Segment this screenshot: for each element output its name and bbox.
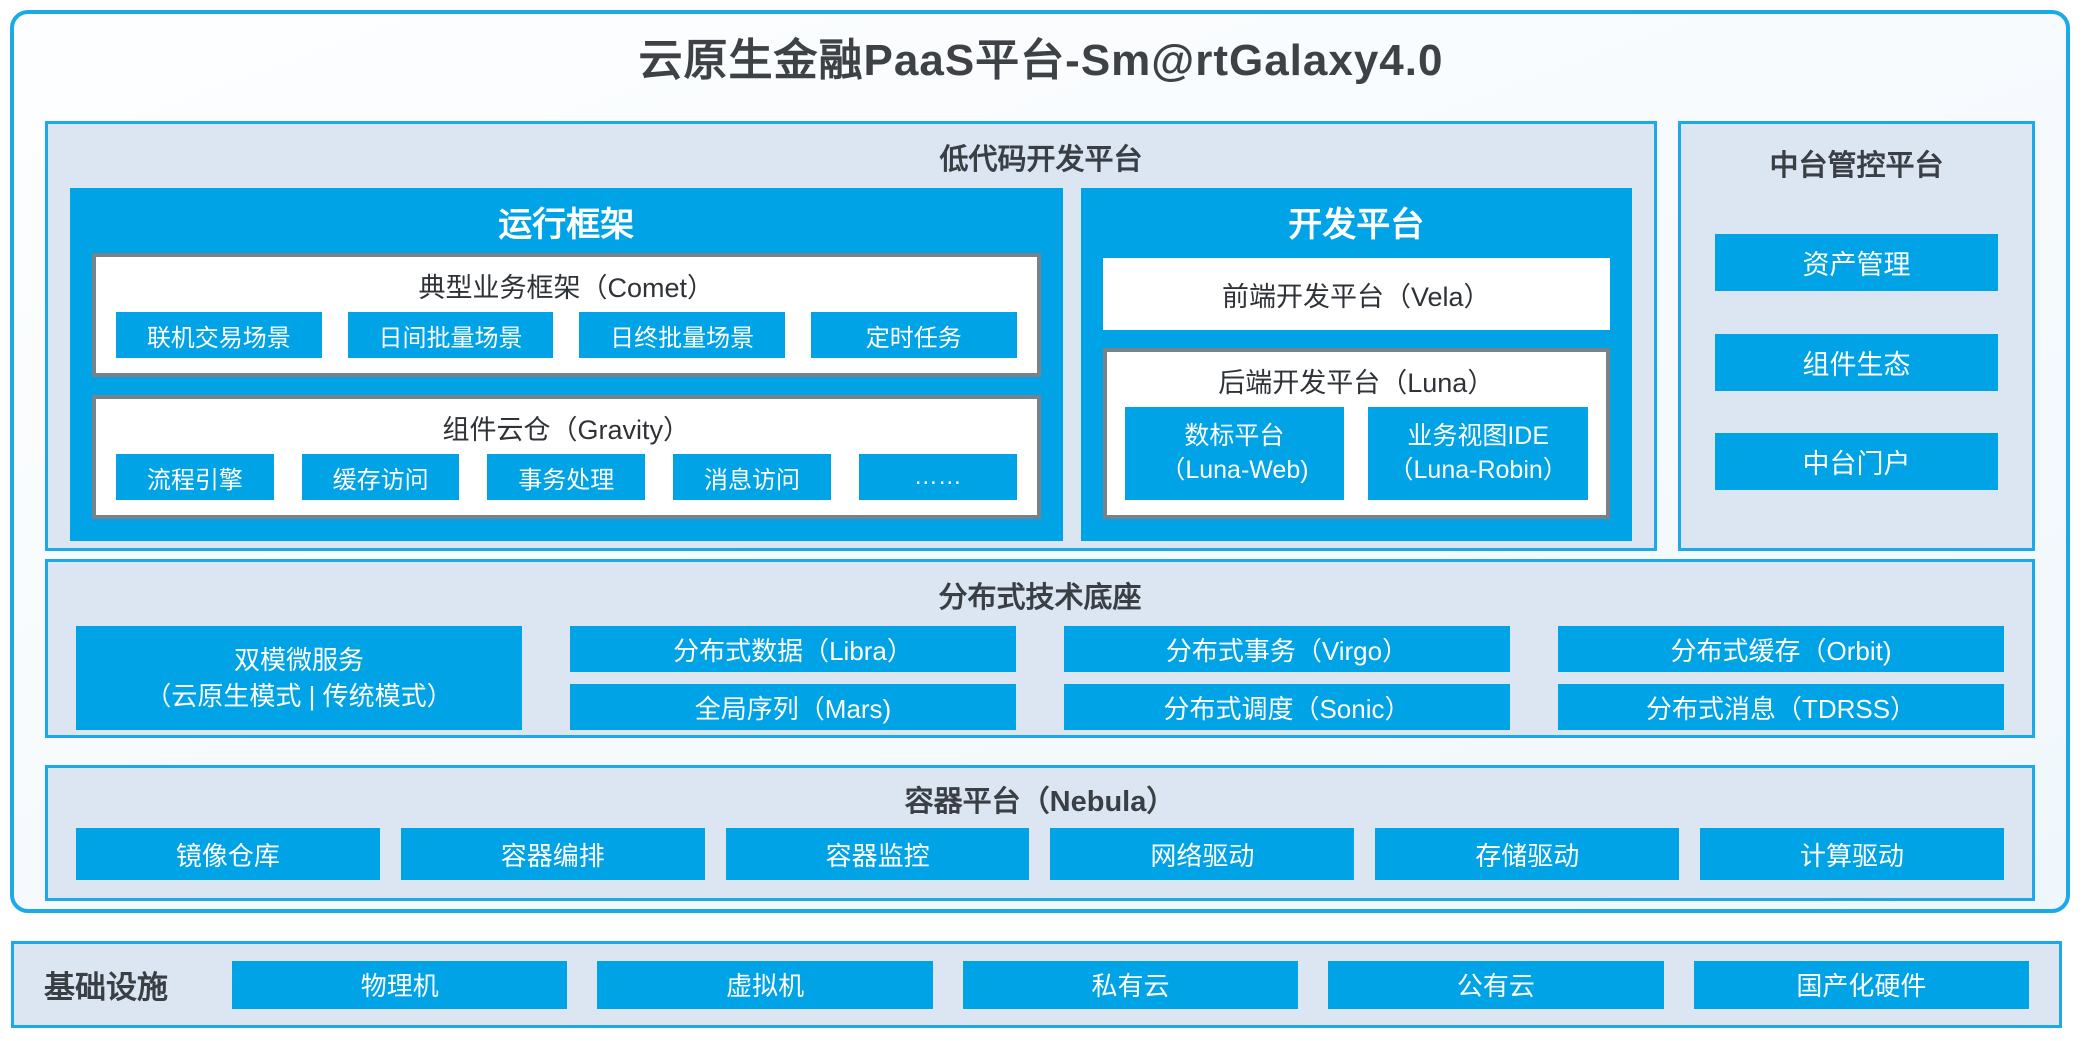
midplatform-block: 组件生态	[1715, 333, 1998, 391]
midplatform-items: 资产管理 组件生态 中台门户	[1681, 192, 2032, 548]
infrastructure-block: 公有云	[1328, 960, 1664, 1009]
comet-title: 典型业务框架（Comet）	[418, 273, 715, 303]
infrastructure-block: 虚拟机	[597, 960, 933, 1009]
scenario-block: 定时任务	[810, 312, 1017, 358]
dual-mode-line2: （云原生模式 | 传统模式）	[145, 681, 453, 711]
container-platform-panel: 容器平台（Nebula） 镜像仓库 容器编排 容器监控 网络驱动 存储驱动 计算…	[45, 765, 2035, 901]
distributed-base-panel: 分布式技术底座 双模微服务 （云原生模式 | 传统模式） 分布式数据（Libra…	[45, 559, 2035, 738]
midplatform-block: 资产管理	[1715, 234, 1998, 292]
runtime-framework-panel: 运行框架 典型业务框架（Comet） 联机交易场景 日间批量场景 日终批量场景 …	[70, 188, 1063, 541]
luna-items: 数标平台 （Luna-Web) 业务视图IDE （Luna-Robin）	[1107, 407, 1606, 515]
luna-box: 后端开发平台（Luna） 数标平台 （Luna-Web) 业务视图IDE （Lu…	[1102, 348, 1610, 519]
container-block: 镜像仓库	[76, 828, 380, 880]
infrastructure-block: 物理机	[232, 960, 568, 1009]
luna-web-block: 数标平台 （Luna-Web)	[1124, 407, 1345, 500]
gravity-items: 流程引擎 缓存访问 事务处理 消息访问 ……	[96, 454, 1037, 515]
infrastructure-block: 私有云	[962, 960, 1299, 1009]
comet-items: 联机交易场景 日间批量场景 日终批量场景 定时任务	[96, 312, 1037, 373]
dev-platform-title: 开发平台	[1288, 206, 1425, 244]
dev-platform-panel: 开发平台 前端开发平台（Vela） 后端开发平台（Luna） 数标平台 （Lun…	[1080, 188, 1632, 541]
distributed-block: 分布式缓存（Orbit)	[1558, 626, 2004, 672]
scenario-block: 日间批量场景	[347, 312, 554, 358]
container-block: 计算驱动	[1700, 828, 2004, 880]
luna-web-code: （Luna-Web)	[1160, 455, 1309, 484]
comet-box: 典型业务框架（Comet） 联机交易场景 日间批量场景 日终批量场景 定时任务	[92, 253, 1041, 377]
midplatform-title: 中台管控平台	[1769, 150, 1944, 182]
component-block: 消息访问	[673, 454, 831, 500]
container-block: 网络驱动	[1050, 828, 1355, 880]
distributed-block: 分布式消息（TDRSS）	[1558, 684, 2004, 730]
scenario-block: 日终批量场景	[579, 312, 785, 358]
dual-mode-line1: 双模微服务	[233, 644, 364, 675]
container-block: 容器编排	[400, 828, 705, 880]
midplatform-block: 中台门户	[1715, 432, 1998, 490]
distributed-block: 分布式事务（Virgo）	[1064, 626, 1510, 672]
component-block: 流程引擎	[116, 454, 274, 500]
gravity-title: 组件云仓（Gravity）	[442, 415, 691, 445]
luna-title: 后端开发平台（Luna）	[1218, 368, 1495, 398]
luna-robin-name: 业务视图IDE	[1407, 421, 1549, 450]
top-row: 低代码开发平台 运行框架 典型业务框架（Comet） 联机交易场景 日间批量场景…	[45, 121, 2035, 551]
runtime-framework-title: 运行框架	[498, 206, 635, 244]
gravity-box: 组件云仓（Gravity） 流程引擎 缓存访问 事务处理 消息访问 ……	[92, 395, 1041, 519]
container-items: 镜像仓库 容器编排 容器监控 网络驱动 存储驱动 计算驱动	[48, 828, 2032, 898]
luna-web-name: 数标平台	[1184, 421, 1285, 450]
luna-robin-block: 业务视图IDE （Luna-Robin）	[1368, 407, 1589, 500]
distributed-block: 分布式调度（Sonic）	[1064, 684, 1510, 730]
lowcode-body: 运行框架 典型业务框架（Comet） 联机交易场景 日间批量场景 日终批量场景 …	[48, 186, 1654, 561]
container-block: 存储驱动	[1375, 828, 1680, 880]
container-platform-title: 容器平台（Nebula）	[904, 786, 1176, 818]
component-block: 缓存访问	[301, 454, 460, 500]
scenario-block: 联机交易场景	[116, 312, 322, 358]
vela-box: 前端开发平台（Vela）	[1102, 258, 1610, 330]
midplatform-panel: 中台管控平台 资产管理 组件生态 中台门户	[1678, 121, 2035, 551]
distributed-base-title: 分布式技术底座	[938, 582, 1142, 614]
component-block: 事务处理	[487, 454, 646, 500]
dual-mode-microservice-block: 双模微服务 （云原生模式 | 传统模式）	[76, 626, 522, 730]
distributed-grid: 双模微服务 （云原生模式 | 传统模式） 分布式数据（Libra） 分布式事务（…	[48, 624, 2032, 746]
infrastructure-panel: 基础设施 物理机 虚拟机 私有云 公有云 国产化硬件	[11, 941, 2062, 1028]
distributed-block: 全局序列（Mars)	[570, 684, 1016, 730]
infrastructure-block: 国产化硬件	[1693, 960, 2030, 1009]
luna-robin-code: （Luna-Robin）	[1388, 455, 1568, 484]
distributed-block: 分布式数据（Libra）	[570, 626, 1016, 672]
infrastructure-title: 基础设施	[44, 970, 168, 1005]
page-title: 云原生金融PaaS平台-Sm@rtGalaxy4.0	[638, 36, 1444, 85]
lowcode-platform-title: 低代码开发平台	[939, 144, 1143, 176]
container-block: 容器监控	[725, 828, 1030, 880]
component-block-ellipsis: ……	[858, 454, 1017, 500]
lowcode-platform-panel: 低代码开发平台 运行框架 典型业务框架（Comet） 联机交易场景 日间批量场景…	[45, 121, 1657, 551]
